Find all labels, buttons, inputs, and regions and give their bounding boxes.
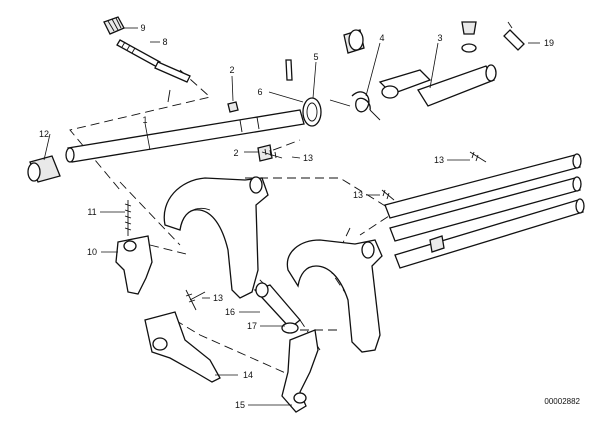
callout-19: 19 [544, 38, 554, 48]
callout-labels: 1 2 2 3 4 5 6 8 9 10 11 12 13 13 13 13 1… [39, 23, 554, 410]
callout-8: 8 [162, 37, 167, 47]
callout-13-lower: 13 [213, 293, 223, 303]
image-code: 00002882 [544, 397, 580, 406]
shift-rail [65, 109, 305, 163]
leader-lines [43, 27, 540, 406]
selector-finger [115, 200, 153, 295]
callout-4: 4 [379, 33, 384, 43]
callout-12: 12 [39, 129, 49, 139]
callout-14: 14 [243, 370, 253, 380]
callout-2-bottom: 2 [233, 148, 238, 158]
plug-knob [343, 29, 365, 54]
callout-6: 6 [257, 87, 262, 97]
vent-screw [503, 21, 525, 51]
callout-3: 3 [437, 33, 442, 43]
retaining-ring [302, 97, 322, 127]
plug-screw-small [461, 21, 477, 53]
callout-2-top: 2 [229, 65, 234, 75]
interlock-plate [281, 329, 319, 413]
callout-16: 16 [225, 307, 235, 317]
callout-10: 10 [87, 247, 97, 257]
guide-bolt [253, 282, 301, 334]
callout-13-upper: 13 [303, 153, 313, 163]
shift-spring [329, 91, 381, 121]
shift-lever [378, 64, 497, 107]
plug-screw [103, 16, 125, 35]
selector-lever [144, 291, 221, 383]
shift-fork-right [286, 239, 383, 353]
shift-rails-set [384, 153, 585, 269]
callout-1: 1 [142, 115, 147, 125]
callout-9: 9 [140, 23, 145, 33]
detent-bolt [116, 39, 191, 103]
callout-15: 15 [235, 400, 245, 410]
callout-11: 11 [87, 207, 96, 217]
callout-13-right: 13 [434, 155, 444, 165]
detent-springs [185, 148, 487, 311]
shift-fork-large [163, 176, 269, 299]
callout-13-middle: 13 [353, 190, 363, 200]
lock-pins [227, 59, 293, 162]
callout-5: 5 [313, 52, 318, 62]
callout-17: 17 [247, 321, 257, 331]
